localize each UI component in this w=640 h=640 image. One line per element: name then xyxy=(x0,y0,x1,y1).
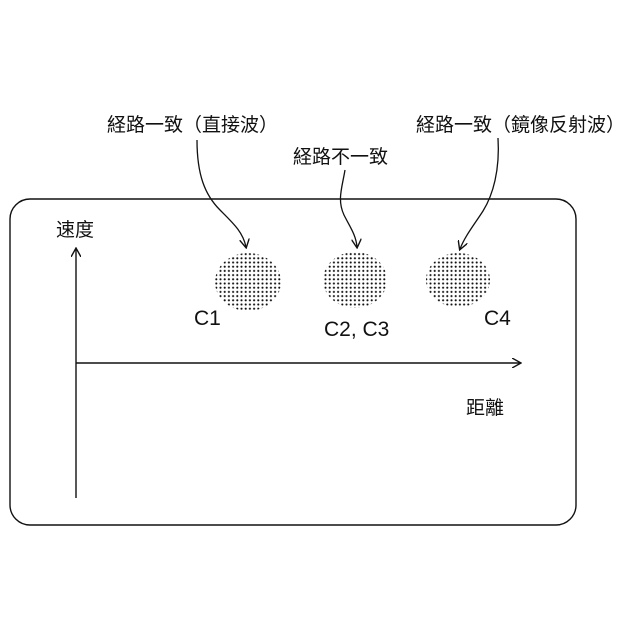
diagram-frame xyxy=(10,199,576,525)
cluster-label-c4: C4 xyxy=(484,308,511,330)
annotation-mirror-reflection: 経路一致（鏡像反射波） xyxy=(416,114,625,136)
leader-path-mismatch xyxy=(340,170,357,247)
cluster-label-c1: C1 xyxy=(194,308,221,330)
annotation-direct-wave: 経路一致（直接波） xyxy=(107,114,278,136)
x-axis-label: 距離 xyxy=(466,397,504,419)
cluster-c2-c3 xyxy=(323,252,387,308)
cluster-label-c2-c3: C2, C3 xyxy=(324,319,389,341)
leader-mirror-reflection xyxy=(460,138,498,249)
leader-direct-wave xyxy=(197,140,246,247)
y-axis-label: 速度 xyxy=(56,219,94,241)
cluster-c1 xyxy=(215,253,281,311)
annotation-path-mismatch: 経路不一致 xyxy=(293,146,388,168)
cluster-c4 xyxy=(426,253,490,307)
